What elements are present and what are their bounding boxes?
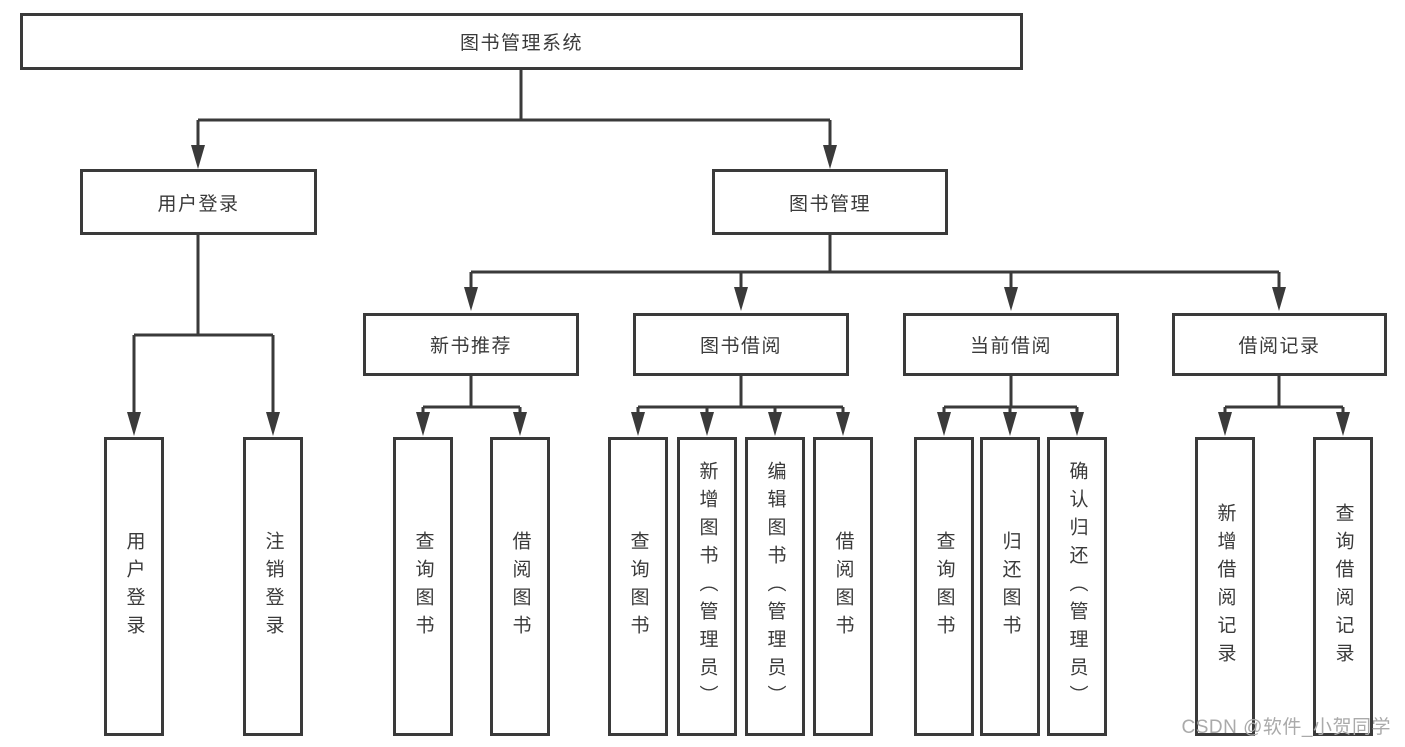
csdn-watermark: CSDN @软件_小贺同学 [1181, 717, 1391, 738]
leaf-edit-books-admin: 编辑图书（管理员） [745, 437, 805, 736]
node-new-book-recommend: 新书推荐 [363, 313, 579, 376]
node-user-login: 用户登录 [80, 169, 317, 235]
leaf-return-books: 归还图书 [980, 437, 1040, 736]
leaf-add-books-admin: 新增图书（管理员） [677, 437, 737, 736]
leaf-label: 查询图书 [933, 530, 955, 643]
leaf-label: 查询借阅记录 [1332, 502, 1354, 671]
leaf-label: 借阅图书 [832, 530, 854, 643]
leaf-add-borrow-record: 新增借阅记录 [1195, 437, 1255, 736]
node-borrow-records: 借阅记录 [1172, 313, 1387, 376]
leaf-user-login: 用户登录 [104, 437, 164, 736]
leaf-borrow-books-2: 借阅图书 [813, 437, 873, 736]
leaf-confirm-return-admin: 确认归还（管理员） [1047, 437, 1107, 736]
leaf-label: 借阅图书 [509, 530, 531, 643]
leaf-label: 新增图书（管理员） [696, 460, 718, 713]
leaf-query-books-1: 查询图书 [393, 437, 453, 736]
leaf-borrow-books-1: 借阅图书 [490, 437, 550, 736]
leaf-label: 新增借阅记录 [1214, 502, 1236, 671]
leaf-logout: 注销登录 [243, 437, 303, 736]
node-book-management: 图书管理 [712, 169, 948, 235]
leaf-label: 查询图书 [627, 530, 649, 643]
leaf-label: 用户登录 [123, 530, 145, 643]
leaf-label: 归还图书 [999, 530, 1021, 643]
leaf-query-books-2: 查询图书 [608, 437, 668, 736]
node-book-borrow: 图书借阅 [633, 313, 849, 376]
leaf-label: 注销登录 [262, 530, 284, 643]
leaf-label: 查询图书 [412, 530, 434, 643]
node-library-system: 图书管理系统 [20, 13, 1023, 70]
leaf-label: 编辑图书（管理员） [764, 460, 786, 713]
node-current-borrow: 当前借阅 [903, 313, 1119, 376]
leaf-query-books-3: 查询图书 [914, 437, 974, 736]
leaf-label: 确认归还（管理员） [1066, 460, 1088, 713]
leaf-query-borrow-record: 查询借阅记录 [1313, 437, 1373, 736]
